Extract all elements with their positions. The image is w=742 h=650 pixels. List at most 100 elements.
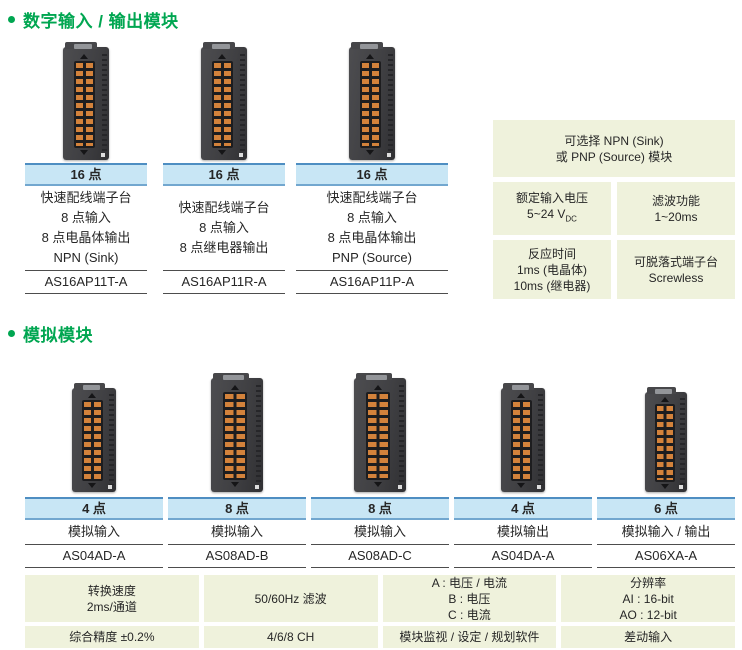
analog-product-card-2: 8 点 模拟输入 AS08AD-B [168, 372, 306, 568]
spec-line: B : 电压 [448, 591, 491, 606]
module-vents [388, 53, 393, 153]
module-terminal-block [211, 53, 234, 156]
spec-filtering: 50/60Hz 滤波 [203, 575, 378, 622]
spec-line: 综合精度 ±0.2% [69, 630, 155, 644]
points-header: 6 点 [597, 497, 735, 520]
voltage-unit-sub: DC [565, 214, 577, 224]
module-terminal-block [511, 393, 532, 489]
digital-section-title: 数字输入 / 输出模块 [23, 12, 179, 31]
module-label-plate [360, 44, 379, 49]
plc-module-image [211, 373, 263, 492]
product-description: 模拟输入 [311, 520, 449, 545]
digital-product-card-2: 16 点 快速配线端子台 8 点输入 8 点继电器输出 AS16AP11R-A [163, 163, 285, 294]
points-label: 6 点 [654, 501, 678, 516]
module-terminal-block [654, 397, 675, 489]
points-label: 16 点 [208, 167, 240, 182]
spec-differential-input: 差动输入 [561, 626, 735, 648]
module-corner-mark [398, 485, 402, 489]
module-vents [399, 384, 404, 484]
desc-line: 8 点继电器输出 [179, 240, 269, 255]
desc-line: 快速配线端子台 [178, 200, 270, 215]
spec-line: 差动输入 [624, 630, 673, 644]
spec-signal-types: A : 电压 / 电流 B : 电压 C : 电流 [382, 575, 557, 622]
desc-line: 8 点输入 [347, 210, 397, 225]
spec-channels: 4/6/8 CH [203, 626, 378, 648]
digital-product-card-3: 16 点 快速配线端子台 8 点输入 8 点电晶体输出 PNP (Source)… [296, 163, 448, 294]
feature-line: 可脱落式端子台 [633, 254, 718, 269]
plc-module-image [354, 373, 406, 492]
module-label-plate [223, 375, 245, 380]
analog-specs-table: 转换速度 2ms/通道 50/60Hz 滤波 A : 电压 / 电流 B : 电… [25, 575, 735, 648]
module-corner-mark [239, 153, 243, 157]
feature-line: 1ms (电晶体) [517, 262, 587, 277]
points-header: 16 点 [163, 163, 285, 186]
module-label-plate [511, 385, 530, 390]
module-vents [680, 398, 685, 485]
module-vents [256, 384, 261, 484]
analog-product-card-3: 8 点 模拟输入 AS08AD-C [311, 372, 449, 568]
points-header: 16 点 [25, 163, 147, 186]
feature-line: 额定输入电压 [515, 190, 588, 205]
feature-line: Screwless [648, 270, 704, 285]
spec-line: AO : 12-bit [619, 607, 677, 622]
module-label-plate [74, 44, 93, 49]
feature-response-time: 反应时间 1ms (电晶体) 10ms (继电器) [493, 240, 611, 299]
points-header: 4 点 [25, 497, 163, 520]
voltage-value: 5~24 V [527, 206, 566, 221]
points-header: 8 点 [311, 497, 449, 520]
feature-line: 或 PNP (Source) 模块 [555, 149, 673, 164]
feature-selectable-modules: 可选择 NPN (Sink) 或 PNP (Source) 模块 [493, 120, 735, 177]
module-corner-mark [537, 485, 541, 489]
points-header: 4 点 [454, 497, 592, 520]
desc-line: NPN (Sink) [53, 250, 119, 265]
terminal-arrow-down [517, 483, 526, 489]
product-description: 快速配线端子台 8 点输入 8 点电晶体输出 NPN (Sink) [25, 186, 147, 271]
product-description: 快速配线端子台 8 点输入 8 点电晶体输出 PNP (Source) [296, 186, 448, 271]
spec-software: 模块监视 / 设定 / 规划软件 [382, 626, 557, 648]
plc-module-image [63, 42, 109, 160]
product-description: 模拟输入 / 输出 [597, 520, 735, 545]
terminal-arrow-up [517, 393, 526, 399]
analog-product-card-5: 6 点 模拟输入 / 输出 AS06XA-A [597, 372, 735, 568]
spec-line: 2ms/通道 [86, 599, 137, 614]
feature-removable-terminal: 可脱落式端子台 Screwless [617, 240, 735, 299]
module-corner-mark [108, 485, 112, 489]
terminal-arrow-up [366, 53, 375, 59]
analog-product-card-1: 4 点 模拟输入 AS04AD-A [25, 372, 163, 568]
terminal-arrow-down [88, 483, 97, 489]
spec-line: 模块监视 / 设定 / 规划软件 [399, 630, 540, 644]
terminal-arrow-down [660, 484, 669, 489]
product-description: 快速配线端子台 8 点输入 8 点继电器输出 [163, 186, 285, 271]
plc-module-image [201, 42, 247, 160]
spec-line: AI : 16-bit [622, 591, 674, 606]
module-corner-mark [679, 485, 683, 489]
plc-module-image [501, 383, 545, 492]
points-label: 8 点 [368, 501, 392, 516]
module-corner-mark [101, 153, 105, 157]
desc-line: 8 点电晶体输出 [41, 230, 131, 245]
digital-section-heading: 数字输入 / 输出模块 [8, 7, 179, 32]
terminal-arrow-up [218, 53, 227, 59]
terminal-arrow-down [80, 150, 89, 156]
feature-line: 1~20ms [654, 209, 698, 224]
digital-features-table: 可选择 NPN (Sink) 或 PNP (Source) 模块 额定输入电压 … [493, 120, 735, 299]
analog-section-heading: 模拟模块 [8, 321, 93, 346]
model-number: AS08AD-C [311, 545, 449, 568]
desc-line: 8 点电晶体输出 [327, 230, 417, 245]
terminal-arrow-down [218, 150, 227, 156]
module-vents [109, 394, 114, 485]
model-number: AS16AP11T-A [25, 271, 147, 294]
module-corner-mark [255, 485, 259, 489]
spec-line: A : 电压 / 电流 [431, 575, 508, 590]
points-label: 8 点 [225, 501, 249, 516]
points-label: 16 点 [356, 167, 388, 182]
plc-module-image [72, 383, 116, 492]
desc-line: 8 点输入 [61, 210, 111, 225]
spec-line: 分辨率 [630, 575, 667, 590]
module-terminal-block [365, 384, 390, 488]
feature-line: 反应时间 [527, 246, 576, 261]
module-corner-mark [387, 153, 391, 157]
model-number: AS08AD-B [168, 545, 306, 568]
spec-line: C : 电流 [448, 607, 491, 622]
module-vents [240, 53, 245, 153]
